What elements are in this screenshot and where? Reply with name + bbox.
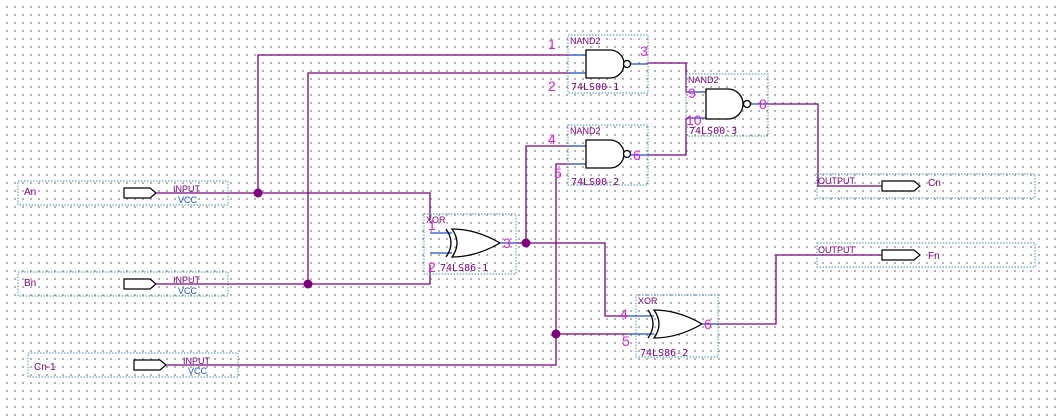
pin-number: 1 xyxy=(548,36,556,52)
inverter-bubble xyxy=(742,99,752,109)
pin-number: 10 xyxy=(686,112,702,128)
gate-box xyxy=(423,213,517,275)
output-fn-arrow xyxy=(881,249,921,261)
nand-gate-symbol xyxy=(585,49,625,79)
pin-number: 1 xyxy=(428,217,436,233)
junction-dot xyxy=(551,329,561,339)
output-fn[interactable]: OUTPUT Fn xyxy=(816,242,1036,268)
wire-xor1-to-nand2[interactable] xyxy=(525,145,570,243)
wire-bn[interactable] xyxy=(228,265,431,285)
pin-number: 5 xyxy=(622,333,630,349)
output-cn-name: Cn xyxy=(928,178,941,189)
inverter-bubble xyxy=(622,149,632,159)
junctions xyxy=(253,188,561,339)
input-cn-1-arrow xyxy=(133,359,167,371)
input-cn-1-name: Cn-1 xyxy=(34,362,56,373)
gate-instance-label: 74LS00-3 xyxy=(689,126,737,137)
wires xyxy=(228,54,850,366)
input-bn-arrow xyxy=(123,278,157,290)
output-cn-type: OUTPUT xyxy=(818,176,856,186)
input-cn-1-vcc: VCC xyxy=(188,366,208,376)
gate-instance-label: 74LS00-2 xyxy=(571,177,619,188)
nand-gate-symbol xyxy=(585,139,625,169)
wire-nand3-out[interactable] xyxy=(768,103,850,187)
input-an-type: INPUT xyxy=(173,184,201,194)
gate-box xyxy=(567,124,649,186)
input-an-name: An xyxy=(24,187,36,198)
junction-dot xyxy=(253,188,263,198)
wire-xor1-out[interactable] xyxy=(516,242,628,317)
wire-an-to-nand1[interactable] xyxy=(257,54,570,193)
gate-instance-label: 74LS86-2 xyxy=(640,348,688,359)
output-fn-type: OUTPUT xyxy=(818,245,856,255)
pin-number: 4 xyxy=(548,131,556,147)
pin-number: 6 xyxy=(704,316,712,332)
pin-number: 8 xyxy=(759,96,767,112)
input-cn-1[interactable]: Cn-1 INPUT VCC xyxy=(27,352,239,378)
input-bn-name: Bn xyxy=(24,278,36,289)
gate-instance-label: 74LS86-1 xyxy=(440,263,488,274)
gate-nand-74ls00-2[interactable]: NAND2 4 5 6 74LS00-2 xyxy=(548,124,649,188)
pin-number: 3 xyxy=(640,43,648,59)
pin-number: 6 xyxy=(633,147,641,163)
xor-gate-symbol xyxy=(652,309,704,339)
gate-type-label: NAND2 xyxy=(688,75,719,85)
pin-number: 2 xyxy=(428,259,436,275)
gate-type-label: NAND2 xyxy=(570,126,601,136)
input-bn-type: INPUT xyxy=(173,275,201,285)
inverter-bubble xyxy=(622,59,632,69)
wire-xor2-out[interactable] xyxy=(718,254,850,325)
input-an[interactable]: An INPUT VCC xyxy=(17,180,229,206)
gate-nand-74ls00-3[interactable]: NAND2 9 10 8 74LS00-3 xyxy=(685,73,769,137)
gate-type-label: XOR xyxy=(426,215,446,225)
wire-nand2-out[interactable] xyxy=(648,117,690,156)
input-cn-1-type: INPUT xyxy=(183,356,211,366)
xor-gate-symbol xyxy=(450,228,502,258)
output-cn[interactable]: OUTPUT Cn xyxy=(816,173,1036,199)
gate-type-label: XOR xyxy=(638,296,658,306)
output-cn-box xyxy=(816,173,1036,199)
pin-number: 5 xyxy=(554,165,562,181)
nand-gate-symbol xyxy=(705,88,744,120)
input-an-arrow xyxy=(123,187,157,199)
output-fn-box xyxy=(816,242,1036,268)
gate-type-label: NAND2 xyxy=(570,36,601,46)
gate-nand-74ls00-1[interactable]: NAND2 1 2 3 74LS00-1 xyxy=(548,34,649,94)
pin-number: 4 xyxy=(620,306,628,322)
pin-number: 2 xyxy=(548,78,556,94)
gate-instance-label: 74LS00-1 xyxy=(571,82,619,93)
junction-dot xyxy=(521,238,531,248)
pin-number: 3 xyxy=(503,235,511,251)
wire-nand1-out[interactable] xyxy=(648,62,690,93)
output-fn-name: Fn xyxy=(928,251,940,262)
output-cn-arrow xyxy=(881,180,921,192)
wire-bn-to-nand1[interactable] xyxy=(307,72,570,284)
input-an-vcc: VCC xyxy=(178,195,198,205)
wire-cn1[interactable] xyxy=(238,333,628,366)
xor-gate-back-curve xyxy=(445,228,452,258)
xor-gate-back-curve xyxy=(647,309,654,339)
gate-xor-74ls86-1[interactable]: XOR 1 2 3 74LS86-1 xyxy=(423,213,517,275)
gate-xor-74ls86-2[interactable]: XOR 4 5 6 74LS86-2 xyxy=(620,294,719,359)
wire-an[interactable] xyxy=(228,192,431,220)
wire-cn1-to-nand2[interactable] xyxy=(555,163,570,334)
input-bn[interactable]: Bn INPUT VCC xyxy=(17,271,229,297)
junction-dot xyxy=(303,279,313,289)
input-bn-vcc: VCC xyxy=(178,286,198,296)
pin-number: 9 xyxy=(688,85,696,101)
